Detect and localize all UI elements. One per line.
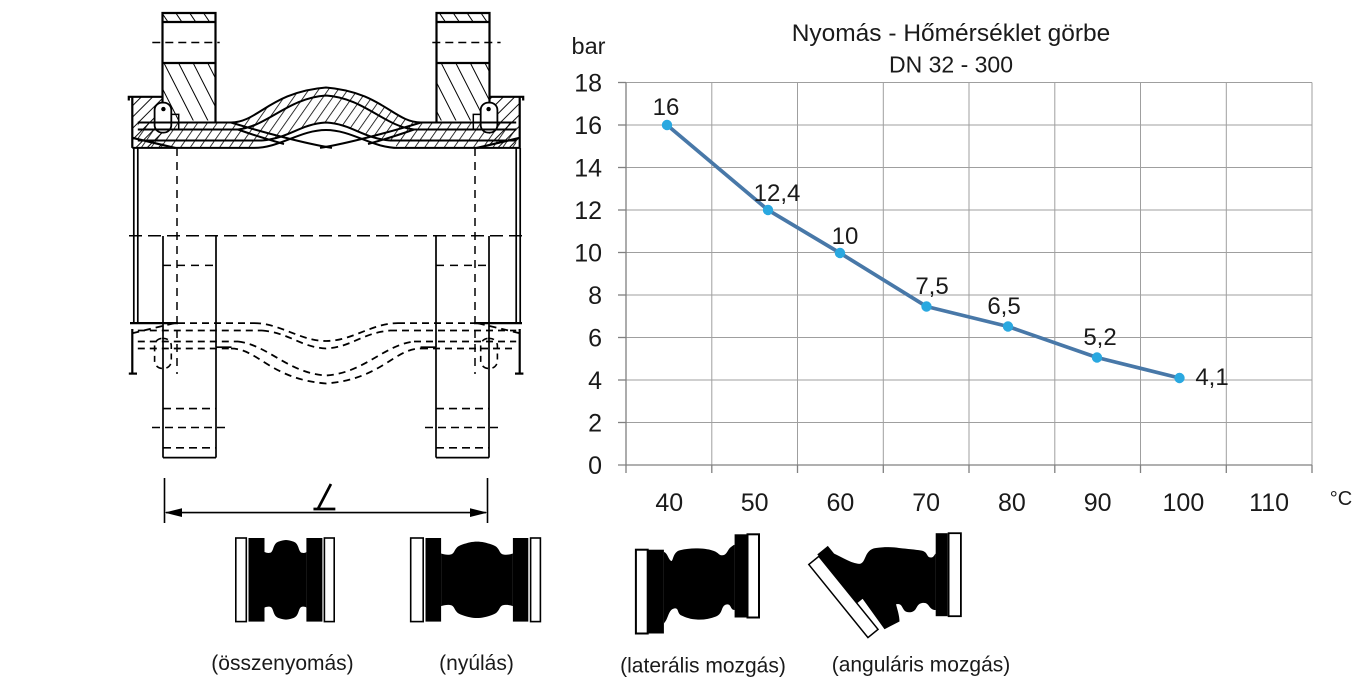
svg-text:7,5: 7,5 — [915, 273, 948, 300]
svg-text:10: 10 — [832, 223, 859, 250]
svg-text:6,5: 6,5 — [987, 293, 1020, 320]
svg-text:16: 16 — [653, 94, 680, 121]
svg-text:6: 6 — [588, 325, 602, 353]
svg-text:70: 70 — [912, 489, 940, 517]
svg-text:bar: bar — [572, 33, 606, 59]
svg-text:60: 60 — [826, 489, 854, 517]
svg-text:10: 10 — [574, 240, 602, 268]
svg-text:DN 32 - 300: DN 32 - 300 — [889, 52, 1013, 78]
svg-text:4,1: 4,1 — [1195, 364, 1228, 391]
svg-text:110: 110 — [1249, 489, 1289, 517]
svg-text:12,4: 12,4 — [754, 180, 801, 207]
svg-text:14: 14 — [574, 155, 602, 183]
svg-text:(anguláris mozgás): (anguláris mozgás) — [832, 654, 1011, 677]
svg-text:16: 16 — [574, 112, 602, 140]
svg-text:(összenyomás): (összenyomás) — [211, 652, 353, 675]
svg-text:Nyomás - Hőmérséklet görbe: Nyomás - Hőmérséklet görbe — [792, 20, 1111, 47]
svg-text:80: 80 — [998, 489, 1026, 517]
svg-text:50: 50 — [741, 489, 769, 517]
svg-text:90: 90 — [1084, 489, 1112, 517]
svg-text:18: 18 — [574, 70, 602, 98]
svg-text:40: 40 — [655, 489, 683, 517]
svg-text:°C: °C — [1330, 488, 1352, 510]
svg-text:4: 4 — [588, 367, 602, 395]
svg-text:(laterális mozgás): (laterális mozgás) — [620, 655, 786, 678]
svg-text:5,2: 5,2 — [1083, 324, 1116, 351]
svg-text:12: 12 — [574, 197, 602, 225]
svg-text:8: 8 — [588, 282, 602, 310]
svg-text:100: 100 — [1163, 489, 1205, 517]
svg-text:0: 0 — [588, 452, 602, 480]
svg-text:(nyúlás): (nyúlás) — [439, 652, 514, 675]
svg-text:2: 2 — [588, 410, 602, 438]
